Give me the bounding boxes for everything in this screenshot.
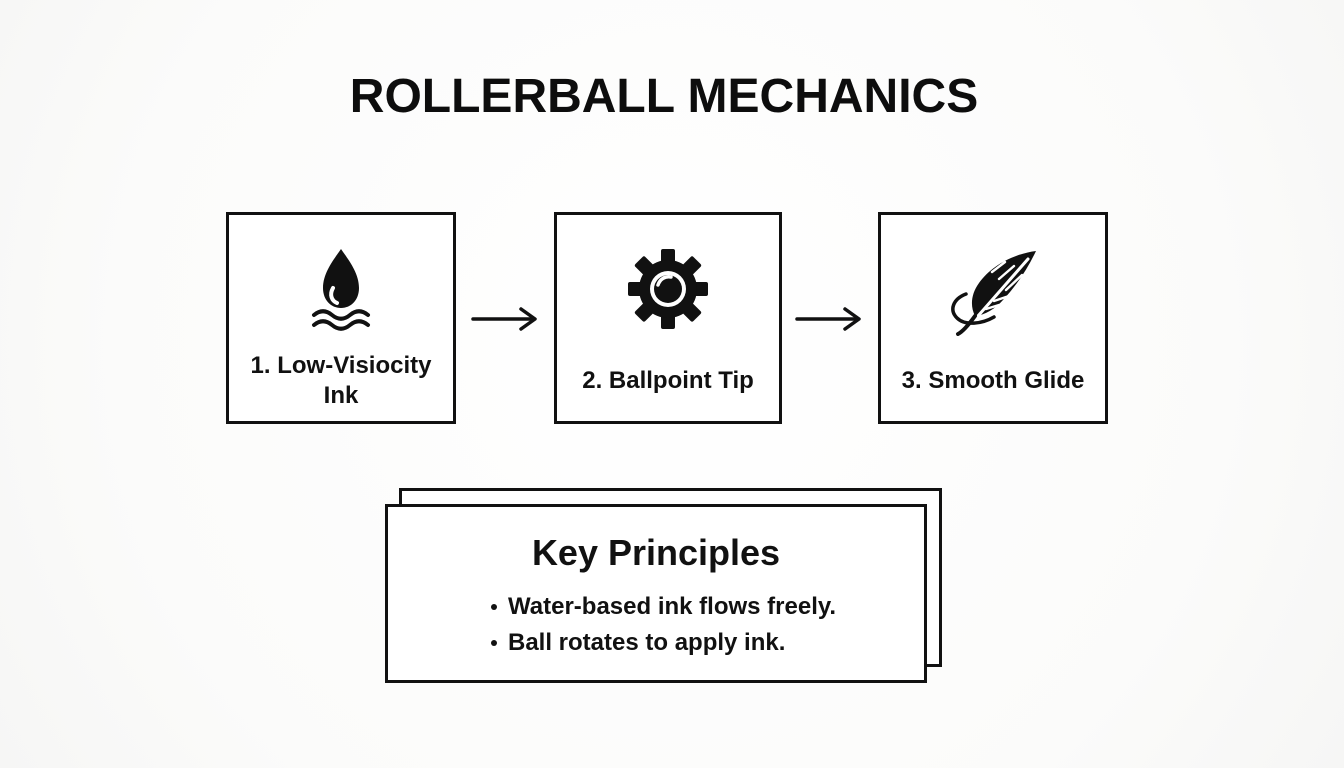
right-arrow-icon: [471, 307, 537, 331]
step-card-low-viscosity-ink: 1. Low-Visiocity Ink: [226, 212, 456, 424]
principle-item: Water-based ink flows freely.: [488, 589, 836, 625]
feather-icon: [951, 251, 1036, 336]
right-arrow-icon: [795, 307, 861, 331]
diagram-title: ROLLERBALL MECHANICS: [349, 70, 979, 123]
step-card-smooth-glide: 3. Smooth Glide: [878, 212, 1108, 424]
step-label: 2. Ballpoint Tip: [582, 367, 754, 394]
step-label: 3. Smooth Glide: [901, 367, 1085, 394]
principles-title: Key Principles: [531, 532, 781, 573]
step-card-ballpoint-tip: 2. Ballpoint Tip: [554, 212, 782, 424]
step-label: 1. Low-Visiocity Ink: [250, 352, 432, 409]
ink-drop-icon: [312, 249, 370, 331]
principles-list: Water-based ink flows freely. Ball rotat…: [488, 589, 836, 661]
key-principles-card: Key Principles Water-based ink flows fre…: [385, 504, 927, 683]
principle-item: Ball rotates to apply ink.: [488, 625, 836, 661]
gear-icon: [628, 249, 708, 329]
